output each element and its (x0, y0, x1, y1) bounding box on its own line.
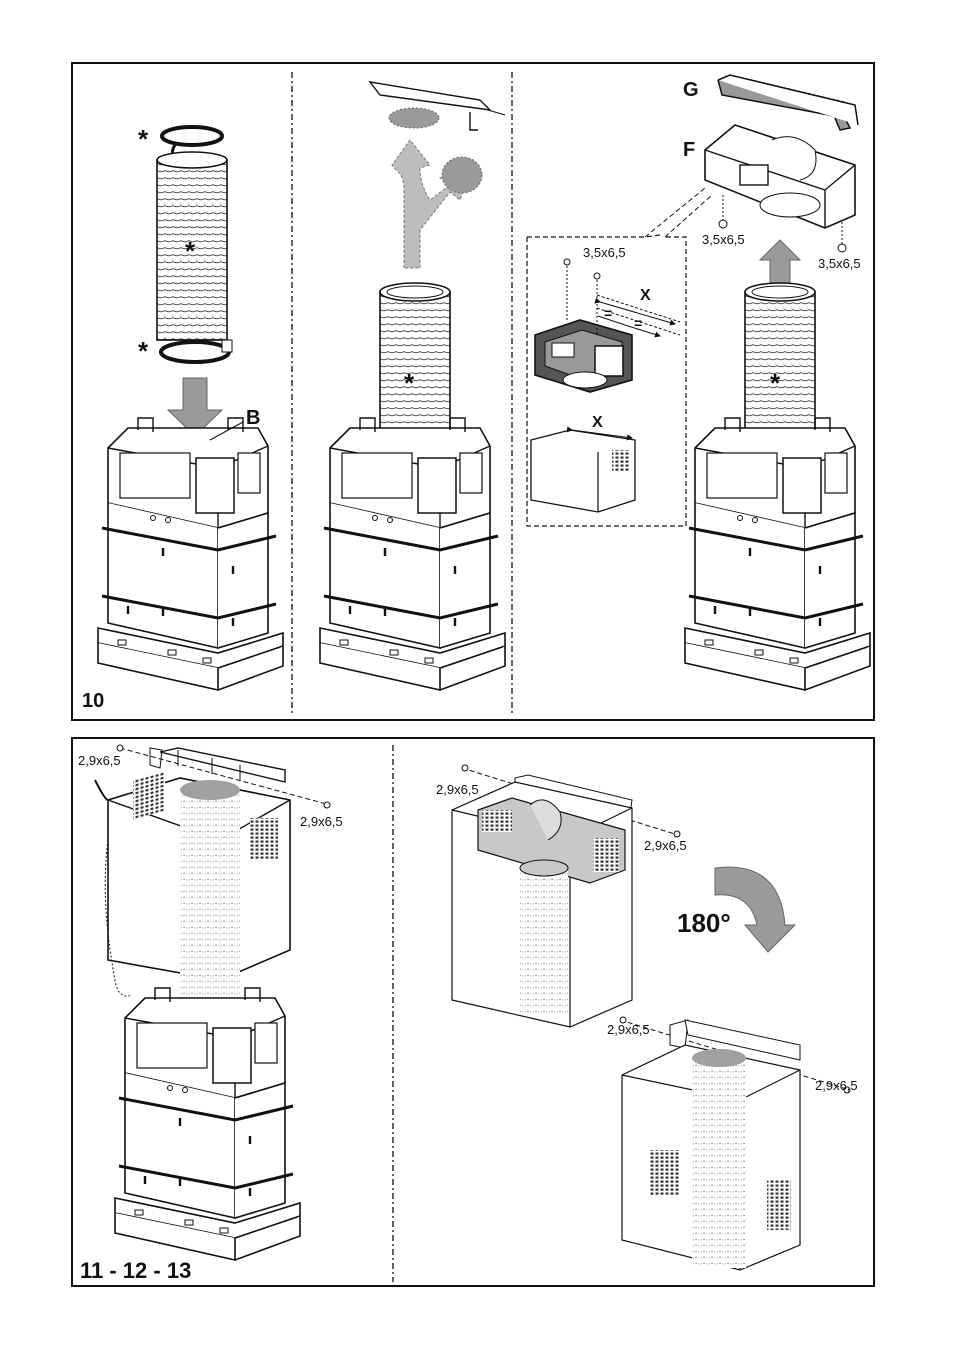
bracket-g (717, 74, 859, 131)
screw-size-4: 2,9x6,5 (644, 838, 687, 853)
chimney-rotated (619, 1016, 851, 1271)
up-arrow (758, 239, 802, 286)
equal-1: = (604, 305, 612, 321)
screw-size-6: 2,9x6,5 (815, 1078, 858, 1093)
label-x-top: X (640, 287, 651, 304)
hood-base-1 (96, 416, 285, 692)
dimension-x-detail (594, 294, 681, 336)
screw-size-5: 2,9x6,5 (607, 1022, 650, 1037)
screw-size-right: 3,5x6,5 (818, 256, 861, 271)
label-f: F (683, 139, 695, 161)
hood-base-4 (113, 986, 302, 1262)
screw-size-2: 2,9x6,5 (300, 814, 343, 829)
hose-clamp-bottom (159, 339, 233, 364)
hood-base-2 (318, 416, 507, 692)
screw-size-3: 2,9x6,5 (436, 782, 479, 797)
screw-size-left: 3,5x6,5 (702, 232, 745, 247)
down-arrow (166, 377, 224, 437)
asterisk-1: * (138, 124, 149, 154)
screw-size-detail: 3,5x6,5 (583, 245, 626, 260)
chimney-top-assembly (451, 764, 681, 1028)
label-x-box: X (592, 414, 603, 431)
chimney-cover-lower (94, 770, 291, 1000)
figure-number-11-13: 11 - 12 - 13 (80, 1258, 191, 1283)
duct-outlet-top (388, 107, 440, 129)
screw-size-1: 2,9x6,5 (78, 753, 121, 768)
panel-11-13-frame (71, 737, 875, 1287)
duct-outlet-side (441, 156, 483, 194)
upper-chimney-bracket (116, 744, 331, 809)
screws-deflector (718, 195, 847, 253)
asterisk-5: * (770, 368, 781, 398)
detail-box (526, 234, 687, 527)
figure-number-10: 10 (82, 690, 104, 712)
flexible-duct (156, 151, 228, 341)
hood-base-3 (683, 416, 872, 692)
label-b: B (246, 407, 260, 429)
asterisk-4: * (404, 368, 415, 398)
panel-10-frame (71, 62, 875, 721)
label-g: G (683, 79, 699, 101)
chimney-cover-detail (530, 426, 636, 513)
rotation-label: 180° (677, 908, 731, 938)
bracket-shadow (368, 81, 506, 131)
rotation-arrow (714, 866, 797, 953)
equal-2: = (634, 315, 642, 331)
deflector-f (704, 124, 856, 229)
asterisk-3: * (138, 336, 149, 366)
asterisk-2: * (185, 236, 196, 266)
air-deflector-detail (534, 319, 633, 393)
